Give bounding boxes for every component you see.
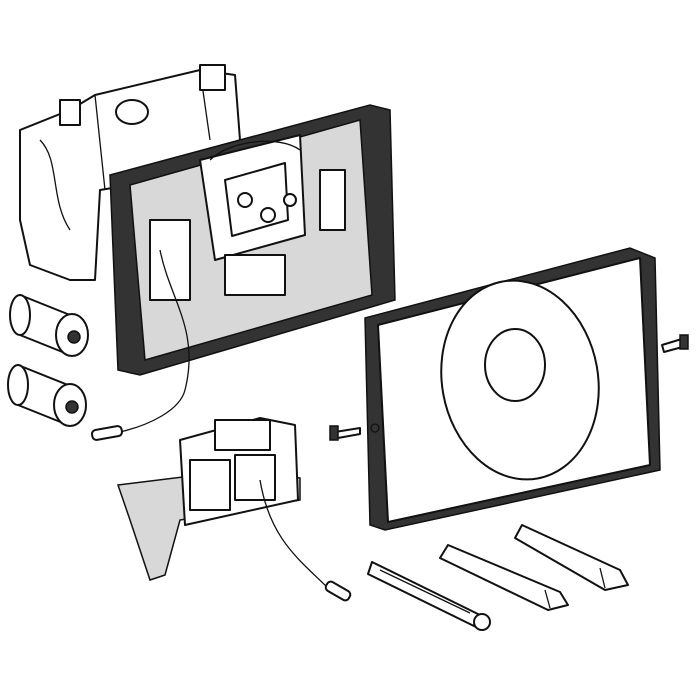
battery-1	[9, 294, 89, 357]
control-frame	[90, 104, 396, 441]
cable-connector	[90, 425, 124, 441]
actuation-rod-2	[514, 524, 629, 591]
threaded-rod	[367, 561, 491, 631]
actuator-plate[interactable]	[364, 247, 661, 531]
actuation-rod-1	[439, 544, 569, 611]
screw-right	[661, 334, 689, 353]
sensor-cable	[119, 249, 190, 433]
screw-left	[329, 425, 361, 441]
battery-2	[7, 364, 87, 427]
flush-button-sensor	[484, 328, 546, 402]
electronics-module	[116, 417, 352, 602]
